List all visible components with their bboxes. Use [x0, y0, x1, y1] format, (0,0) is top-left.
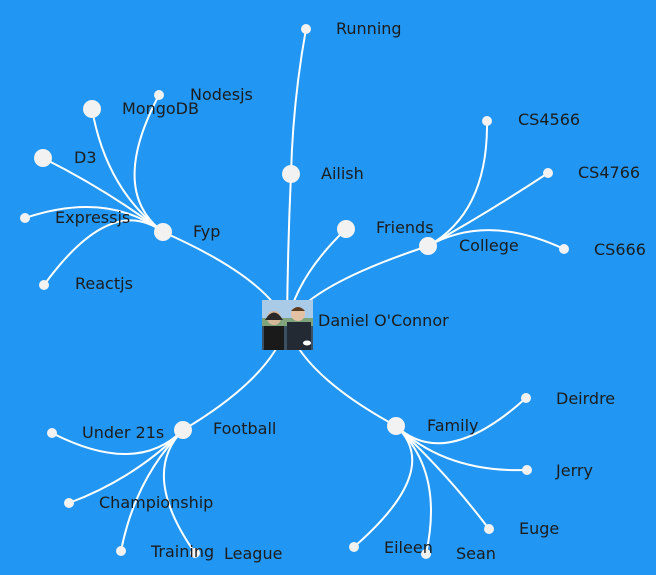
node-cs666[interactable]: [559, 244, 569, 254]
label-college[interactable]: College: [459, 236, 519, 255]
link-family-sean: [395, 425, 432, 555]
label-jerry[interactable]: Jerry: [555, 461, 593, 480]
node-euge[interactable]: [484, 524, 494, 534]
label-sean[interactable]: Sean: [456, 544, 496, 563]
node-deirdre[interactable]: [521, 393, 531, 403]
label-football[interactable]: Football: [213, 419, 276, 438]
node-running[interactable]: [301, 24, 311, 34]
label-d3[interactable]: D3: [74, 148, 97, 167]
node-eileen[interactable]: [349, 542, 359, 552]
label-family[interactable]: Family: [427, 416, 478, 435]
root-label[interactable]: Daniel O'Connor: [318, 311, 449, 330]
node-mongodb[interactable]: [83, 100, 101, 118]
label-league[interactable]: League: [224, 544, 282, 563]
label-running[interactable]: Running: [336, 19, 402, 38]
label-cs666[interactable]: CS666: [594, 240, 646, 259]
label-ailish[interactable]: Ailish: [321, 164, 364, 183]
link-fyp-nodesjs: [133, 94, 164, 233]
node-d3[interactable]: [34, 149, 52, 167]
node-cs4566[interactable]: [482, 116, 492, 126]
link-family-eileen: [353, 425, 414, 548]
node-sean[interactable]: [421, 549, 431, 559]
node-fyp[interactable]: [154, 223, 172, 241]
link-family-jerry: [395, 425, 528, 472]
label-cs4766[interactable]: CS4766: [578, 163, 640, 182]
label-mongodb[interactable]: MongoDB: [122, 99, 199, 118]
label-training[interactable]: Training: [150, 542, 214, 561]
node-layer: [20, 24, 569, 559]
label-deirdre[interactable]: Deirdre: [556, 389, 615, 408]
label-eileen[interactable]: Eileen: [384, 538, 433, 557]
label-under-21s[interactable]: Under 21s: [82, 423, 164, 442]
root-avatar[interactable]: [262, 300, 313, 350]
label-reactjs[interactable]: Reactjs: [75, 274, 133, 293]
link-football-league: [162, 429, 196, 554]
link-football-training: [120, 429, 184, 552]
label-nodesjs[interactable]: Nodesjs: [190, 85, 253, 104]
link-college-cs666: [427, 229, 565, 250]
label-championship[interactable]: Championship: [99, 493, 213, 512]
link-layer: [24, 28, 565, 555]
node-jerry[interactable]: [522, 465, 532, 475]
node-college[interactable]: [419, 237, 437, 255]
node-training[interactable]: [116, 546, 126, 556]
link-fyp-reactjs: [43, 219, 164, 286]
node-friends[interactable]: [337, 220, 355, 238]
node-family[interactable]: [387, 417, 405, 435]
node-expressjs[interactable]: [20, 213, 30, 223]
label-friends[interactable]: Friends: [376, 218, 434, 237]
label-cs4566[interactable]: CS4566: [518, 110, 580, 129]
label-fyp[interactable]: Fyp: [193, 222, 220, 241]
node-reactjs[interactable]: [39, 280, 49, 290]
node-football[interactable]: [174, 421, 192, 439]
link-ailish-running: [290, 28, 307, 175]
node-league[interactable]: [190, 548, 200, 558]
node-under-21s[interactable]: [47, 428, 57, 438]
link-football-under-21s: [51, 429, 184, 455]
label-expressjs[interactable]: Expressjs: [55, 208, 130, 227]
node-ailish[interactable]: [282, 165, 300, 183]
link-college-cs4566: [427, 120, 489, 247]
node-cs4766[interactable]: [543, 168, 553, 178]
label-euge[interactable]: Euge: [519, 519, 559, 538]
node-championship[interactable]: [64, 498, 74, 508]
node-nodesjs[interactable]: [154, 90, 164, 100]
